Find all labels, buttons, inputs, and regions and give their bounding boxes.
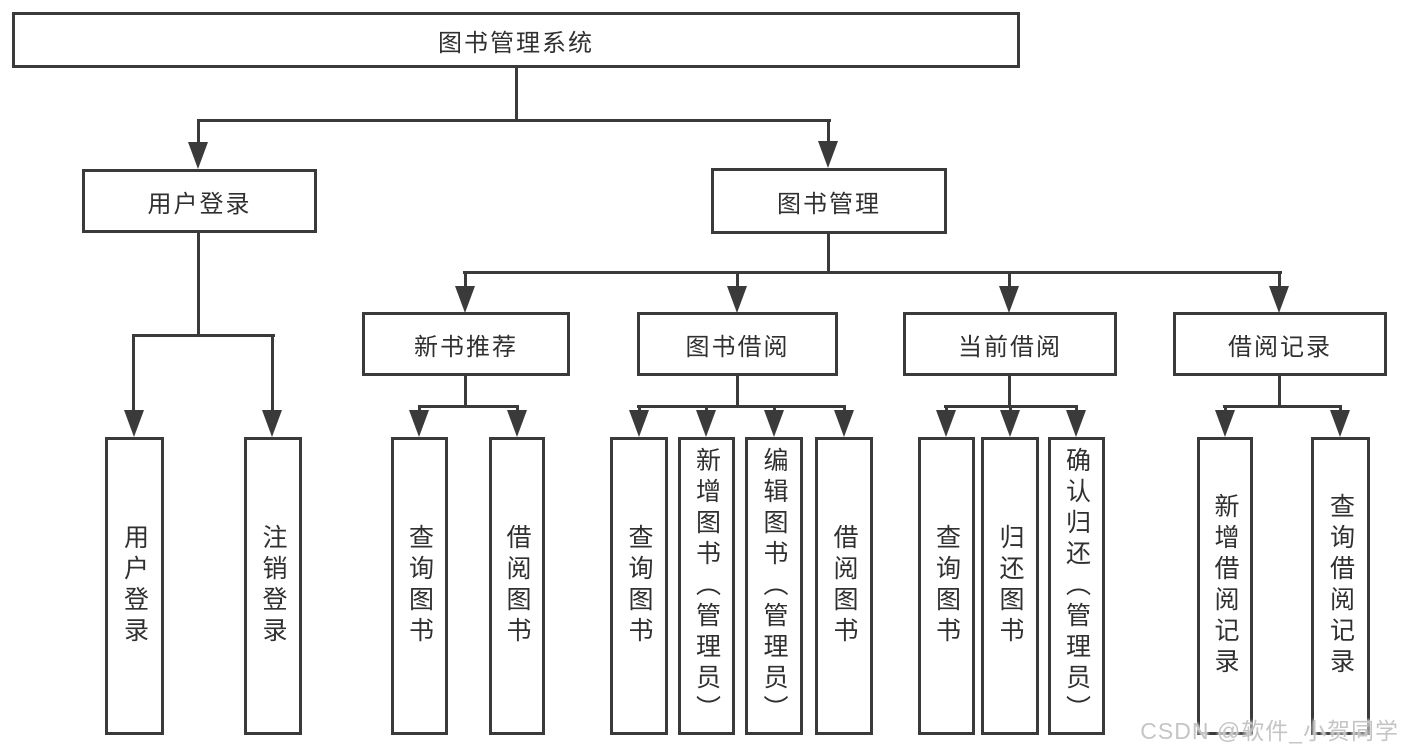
connector-line (637, 405, 846, 408)
arrow-down-icon (455, 286, 475, 313)
arrow-down-icon (727, 286, 747, 313)
node-book-management: 图书管理 (711, 168, 947, 234)
leaf-query-books-borrowing: 查询图书 (610, 437, 668, 735)
arrow-down-icon (188, 142, 208, 169)
connector-line (464, 271, 467, 291)
arrow-down-icon (262, 410, 282, 437)
connector-line (197, 231, 200, 337)
leaf-query-borrow-record: 查询借阅记录 (1311, 437, 1370, 735)
arrow-down-icon (507, 410, 527, 437)
connector-line (736, 374, 739, 408)
connector-line (515, 66, 518, 122)
connector-line (464, 374, 467, 408)
arrow-down-icon (834, 410, 854, 437)
arrow-down-icon (764, 410, 784, 437)
leaf-query-books-current: 查询图书 (918, 437, 975, 735)
arrow-down-icon (999, 286, 1019, 313)
arrow-down-icon (696, 410, 716, 437)
connector-line (463, 271, 1282, 274)
connector-line (197, 119, 200, 149)
arrow-down-icon (124, 410, 144, 437)
leaf-return-book: 归还图书 (981, 437, 1039, 735)
leaf-add-book-admin: 新增图书（管理员） (678, 437, 735, 735)
leaf-add-borrow-record: 新增借阅记录 (1197, 437, 1253, 735)
arrow-down-icon (1269, 286, 1289, 313)
leaf-query-books-recommend: 查询图书 (391, 437, 448, 735)
arrow-down-icon (409, 410, 429, 437)
leaf-borrow-books: 借阅图书 (815, 437, 873, 735)
arrow-down-icon (629, 410, 649, 437)
arrow-down-icon (1066, 410, 1086, 437)
arrow-down-icon (1000, 410, 1020, 437)
arrow-down-icon (1330, 410, 1350, 437)
connector-line (132, 334, 275, 337)
leaf-logout: 注销登录 (244, 437, 302, 735)
connector-line (418, 405, 519, 408)
node-current-borrowing: 当前借阅 (903, 312, 1117, 376)
connector-line (827, 232, 830, 274)
arrow-down-icon (1215, 410, 1235, 437)
arrow-down-icon (936, 410, 956, 437)
node-borrowing-records: 借阅记录 (1173, 312, 1387, 376)
connector-line (827, 119, 830, 149)
arrow-down-icon (818, 141, 838, 168)
connector-line (1223, 405, 1342, 408)
connector-line (271, 334, 274, 414)
connector-line (1008, 271, 1011, 291)
connector-line (1008, 374, 1011, 408)
node-book-borrowing: 图书借阅 (637, 312, 838, 376)
connector-line (1278, 374, 1281, 408)
leaf-borrow-books-recommend: 借阅图书 (489, 437, 545, 735)
leaf-confirm-return-admin: 确认归还（管理员） (1048, 437, 1105, 735)
leaf-edit-book-admin: 编辑图书（管理员） (745, 437, 803, 735)
connector-line (197, 119, 831, 122)
leaf-user-login: 用户登录 (105, 437, 164, 735)
connector-line (132, 334, 135, 414)
connector-line (1278, 271, 1281, 291)
node-new-book-recommend: 新书推荐 (362, 312, 570, 376)
node-user-login: 用户登录 (82, 169, 317, 233)
node-root-library-system: 图书管理系统 (12, 12, 1020, 68)
connector-line (736, 271, 739, 291)
